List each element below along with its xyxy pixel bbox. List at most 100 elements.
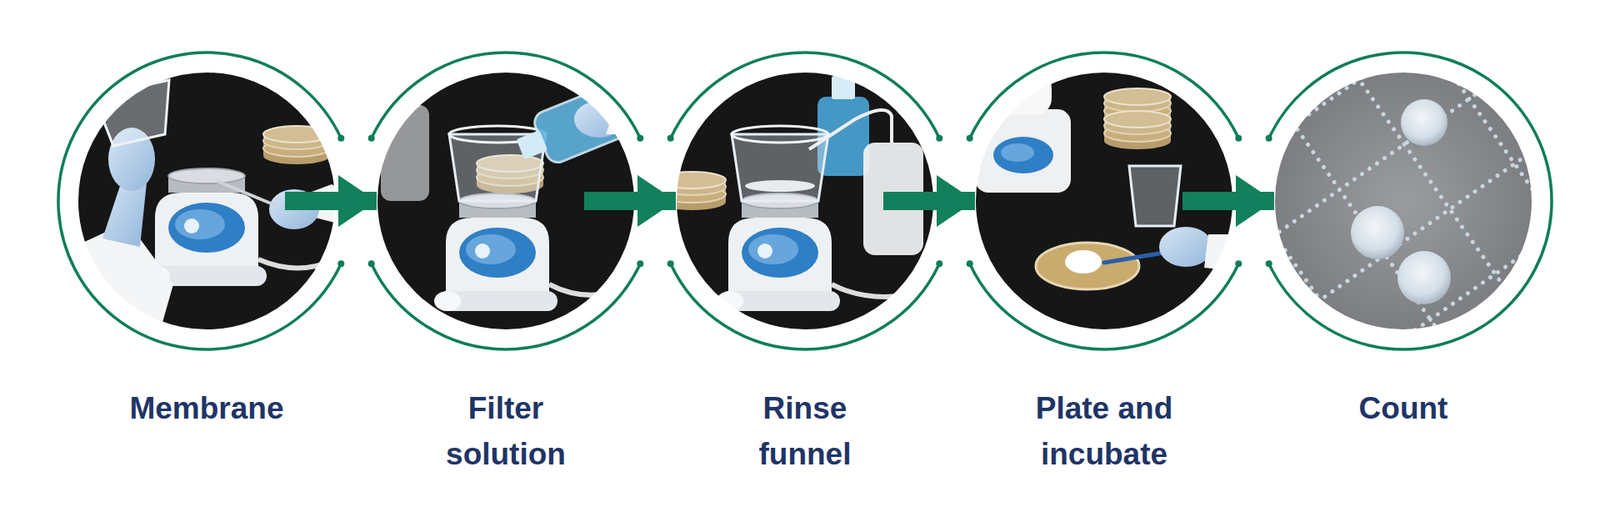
photo-filter — [434, 193, 558, 311]
photo-plate — [1000, 71, 1052, 115]
photo-colonies — [1148, 0, 1600, 456]
photo-filter — [531, 80, 641, 165]
photo-plate — [993, 136, 1054, 174]
photo-plate — [1000, 143, 1035, 162]
step-label: Filter solution — [416, 385, 595, 477]
photo-colonies — [1181, 0, 1482, 204]
photo-plate — [970, 67, 1246, 335]
photo-plate — [1204, 234, 1246, 272]
ring-ends — [667, 135, 675, 142]
photo-membrane — [269, 189, 320, 230]
ring-ends — [636, 260, 644, 267]
photo-membrane — [73, 67, 340, 335]
photo-filter — [389, 92, 421, 108]
step-circle: Filter solution — [376, 71, 635, 330]
photo-membrane — [65, 67, 349, 343]
photo-rinse — [659, 67, 947, 335]
photo-colonies — [1148, 0, 1600, 456]
photo-filter — [605, 105, 648, 135]
ring-ends — [935, 260, 943, 267]
photo-plate — [1129, 165, 1181, 226]
photo-membrane — [94, 80, 170, 146]
step-arrow — [1233, 191, 1275, 210]
photo-colonies — [1400, 99, 1448, 146]
photo-membrane — [258, 250, 349, 268]
step-rings — [970, 52, 1240, 350]
ring-ends — [337, 260, 345, 267]
photo-filter — [574, 100, 625, 138]
step-circle: Plate and incubate — [975, 71, 1234, 330]
photo-plate — [1065, 250, 1102, 274]
photo-rinse — [675, 71, 935, 330]
photo-colonies — [1272, 123, 1573, 334]
ring-ends — [966, 135, 974, 142]
ring-ends — [337, 135, 345, 142]
step-caption: Count — [1314, 385, 1493, 431]
ring-ends — [1235, 260, 1242, 267]
ring-ends — [1265, 260, 1273, 267]
step-caption: Filter solution — [416, 385, 595, 477]
photo-plate — [1104, 252, 1165, 263]
photo-filter — [372, 67, 648, 335]
photo-membrane — [77, 71, 336, 330]
step-label: Plate and incubate — [1015, 385, 1194, 477]
ring-ends — [636, 135, 644, 142]
step-rings — [1269, 52, 1552, 350]
step-label: Membrane — [117, 385, 296, 431]
step-label: Rinse funnel — [715, 385, 895, 477]
photo-colonies — [1260, 76, 1471, 377]
step-caption: Plate and incubate — [1015, 385, 1194, 477]
photo-rinse — [831, 284, 947, 297]
photo-colonies — [1390, 0, 1600, 287]
photo-colonies — [1148, 0, 1600, 456]
photo-filter — [510, 80, 641, 175]
ring-ends — [667, 260, 675, 267]
step-rings — [58, 52, 1552, 350]
photo-rinse — [659, 171, 726, 210]
step-circle: Count — [1274, 71, 1533, 330]
photo-filter — [372, 67, 640, 335]
photo-plate — [970, 67, 1246, 335]
step-arrow — [934, 191, 975, 210]
photo-colonies — [1270, 67, 1537, 335]
ring-ends — [368, 260, 375, 267]
photo-plate — [975, 71, 1234, 330]
ring-ends — [1235, 135, 1242, 142]
step-arrow — [335, 191, 377, 210]
photo-plate — [1104, 110, 1171, 150]
photo-membrane — [143, 168, 267, 286]
photo-plate — [1159, 226, 1213, 267]
ring-ends — [966, 260, 974, 267]
photo-rinse — [831, 75, 855, 100]
photo-membrane — [216, 180, 275, 205]
step-label: Count — [1314, 385, 1493, 431]
photo-plate — [970, 67, 1238, 335]
photo-rinse — [659, 67, 947, 335]
photo-rinse — [716, 193, 840, 311]
step-circle: Rinse funnel — [675, 71, 935, 330]
step-arrow — [635, 191, 676, 210]
step-circle: Membrane — [77, 71, 336, 330]
photo-colonies — [1195, 122, 1406, 423]
photo-colonies — [1350, 205, 1405, 260]
ring-ends — [368, 135, 375, 142]
photo-plate — [975, 109, 1071, 193]
photo-plate — [1035, 242, 1140, 290]
photo-colonies — [1226, 58, 1527, 269]
ring-ends — [1265, 135, 1273, 142]
ring-ends — [935, 135, 943, 142]
step-rings — [58, 52, 341, 350]
photo-rinse — [731, 125, 829, 201]
step-rings — [371, 52, 641, 350]
step-caption: Rinse funnel — [715, 385, 895, 477]
photo-rinse — [863, 142, 924, 255]
photo-colonies — [1274, 71, 1533, 330]
photo-filter — [372, 67, 648, 335]
photo-filter — [516, 130, 549, 160]
photo-colonies — [1325, 31, 1536, 332]
photo-membrane — [263, 125, 330, 165]
photo-membrane — [65, 67, 349, 343]
step-caption: Membrane — [117, 385, 296, 431]
